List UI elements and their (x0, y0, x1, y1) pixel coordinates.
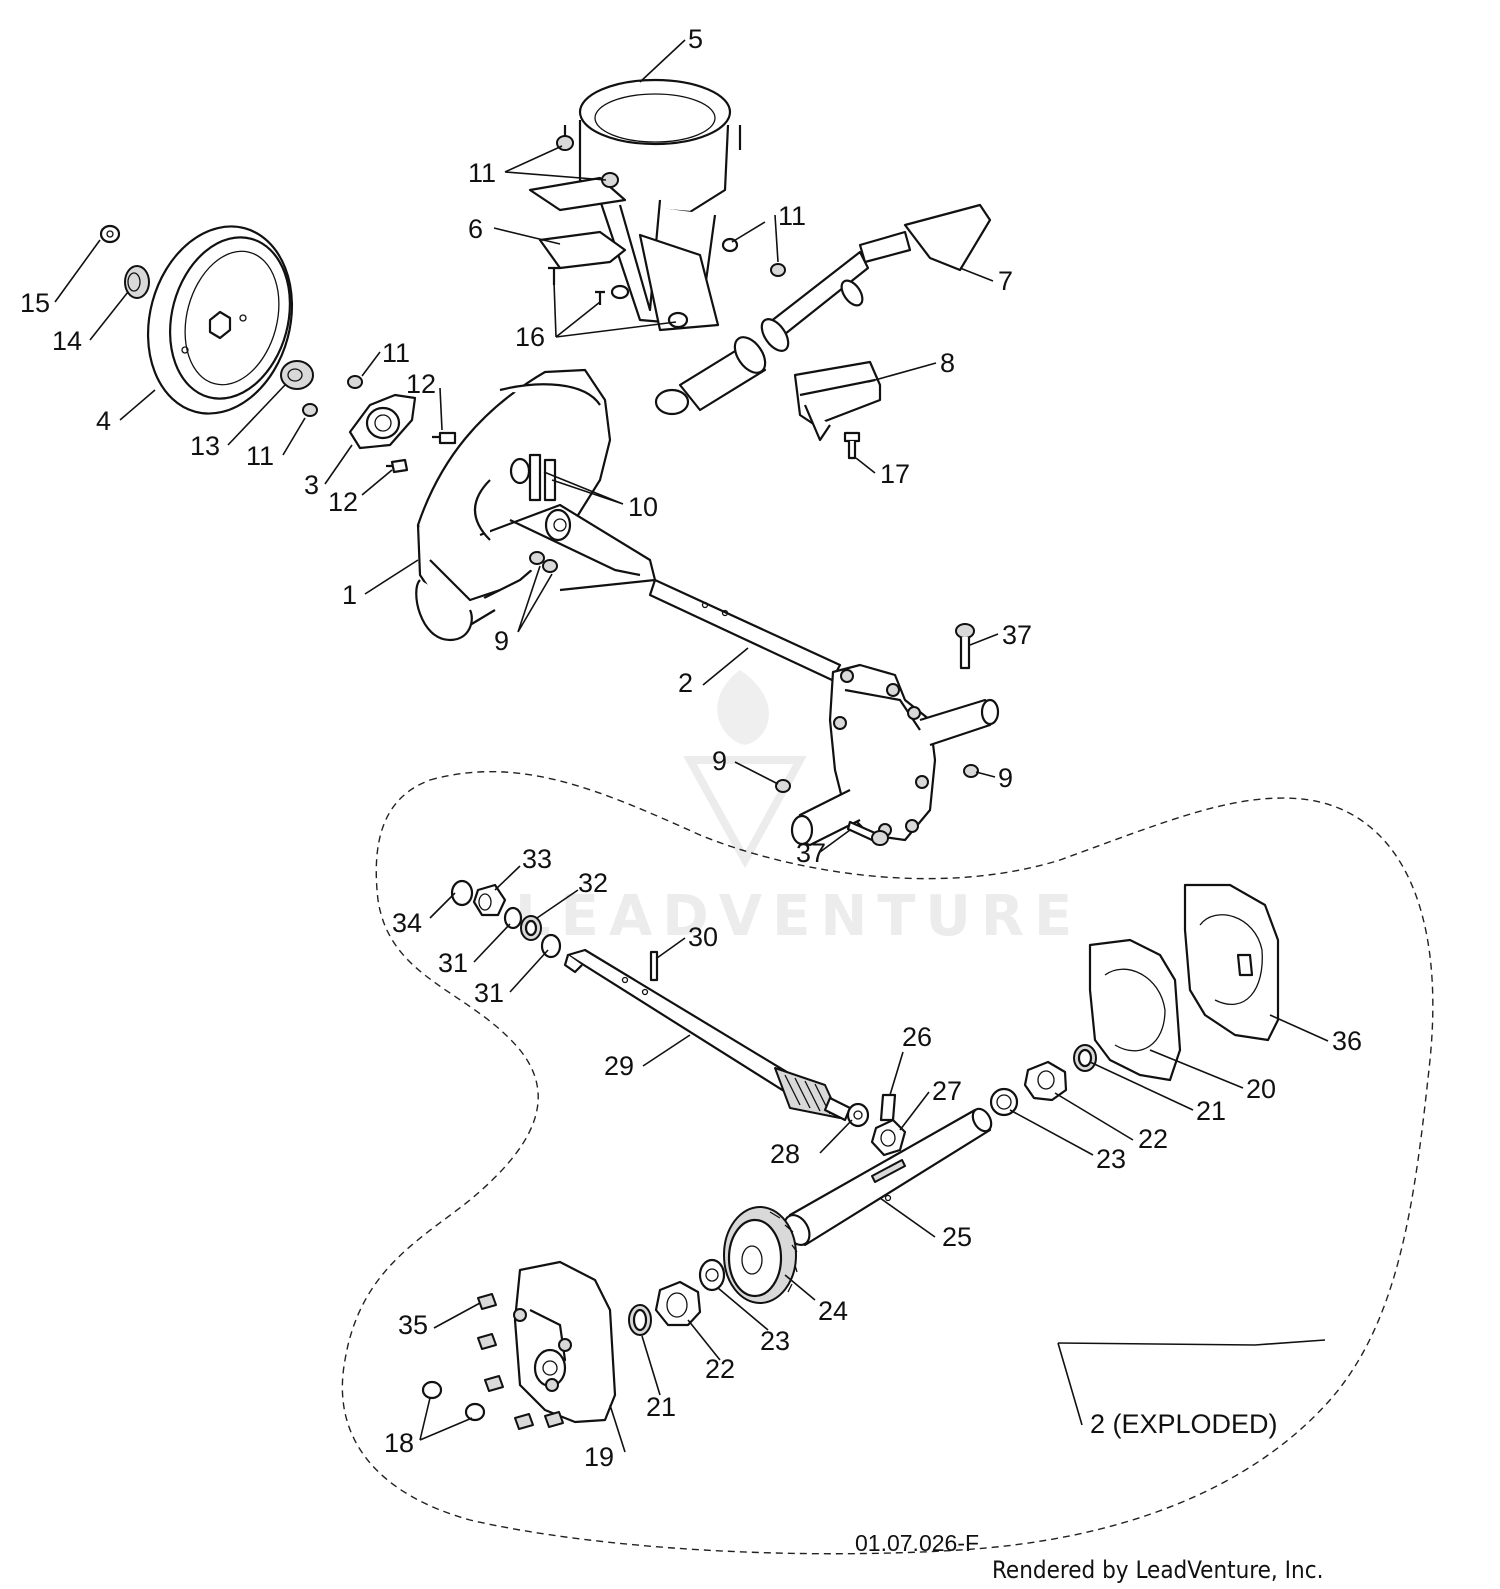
callout-10: 10 (628, 492, 658, 522)
nuts-9-lower (775, 764, 979, 793)
bolts-37-part (846, 623, 975, 846)
gear-part (723, 1206, 798, 1304)
callout-5: 5 (688, 24, 703, 54)
drawing-number: 01.07.026-F (855, 1530, 979, 1556)
housing-half-19-part (513, 1260, 617, 1424)
washer-15-part (99, 224, 121, 244)
callout-18: 18 (384, 1428, 414, 1458)
key-26-part (879, 1093, 897, 1122)
pins-18-part (421, 1380, 486, 1422)
callout-27: 27 (932, 1076, 962, 1106)
exploded-label: 2 (EXPLODED) (1090, 1409, 1278, 1439)
bushing-27-part (870, 1118, 907, 1157)
worm-shaft-part (563, 948, 852, 1122)
callout-14: 14 (52, 326, 82, 356)
callout-20: 20 (1246, 1074, 1276, 1104)
callout-19: 19 (584, 1442, 614, 1472)
gasket-part (1088, 938, 1182, 1082)
pin-30-part (649, 950, 659, 982)
washer-28-part (846, 1102, 870, 1128)
housing-half-36-part (1183, 883, 1280, 1042)
screws-35-part (477, 1293, 564, 1430)
chute-hardware (548, 135, 786, 329)
callout-11-b: 11 (778, 201, 806, 231)
callout-3: 3 (304, 470, 319, 500)
callout-12-b: 12 (328, 487, 358, 517)
hardware-near-bearing (302, 375, 457, 474)
callout-12-a: 12 (406, 369, 436, 399)
exploded-front-washers (450, 879, 562, 959)
callout-16: 16 (515, 322, 545, 352)
exploded-upper-washers (989, 1044, 1097, 1117)
nuts-9-upper (529, 551, 558, 573)
screw-17-part (843, 431, 861, 460)
watermark-text: LEADVENTURE (515, 884, 1082, 949)
callout-24: 24 (818, 1296, 848, 1326)
callout-21-a: 21 (1196, 1096, 1226, 1126)
callout-22-b: 22 (705, 1354, 735, 1384)
crank-handle-part (654, 203, 992, 416)
exploded-outline (341, 770, 1434, 1555)
watermark: LEADVENTURE (515, 670, 1082, 949)
exploded-lower-washers (628, 1258, 726, 1336)
callout-22-a: 22 (1138, 1124, 1168, 1154)
callout-7: 7 (998, 266, 1013, 296)
callout-9-b: 9 (712, 746, 727, 776)
callout-31-b: 31 (474, 978, 504, 1008)
callout-28: 28 (770, 1139, 800, 1169)
callout-9-a: 9 (494, 626, 509, 656)
callout-15: 15 (20, 288, 50, 318)
gearbox-assembly-part (648, 578, 1000, 847)
chute-bracket-part (528, 176, 720, 332)
bolts-10-part (528, 453, 557, 502)
callout-23-a: 23 (1096, 1144, 1126, 1174)
callout-6: 6 (468, 214, 483, 244)
housing-part (415, 368, 657, 642)
render-credit: Rendered by LeadVenture, Inc. (992, 1556, 1323, 1584)
callouts: 5 11 6 11 7 8 17 15 14 4 13 11 11 12 3 1… (20, 24, 1362, 1472)
callout-37-a: 37 (1002, 620, 1032, 650)
callout-32: 32 (578, 868, 608, 898)
callout-37-b: 37 (796, 838, 826, 868)
callout-23-b: 23 (760, 1326, 790, 1356)
callout-30: 30 (688, 922, 718, 952)
callout-29: 29 (604, 1051, 634, 1081)
bearing-flange-part (348, 393, 417, 450)
callout-17: 17 (880, 459, 910, 489)
callout-31-a: 31 (438, 948, 468, 978)
callout-8: 8 (940, 348, 955, 378)
callout-9-c: 9 (998, 763, 1013, 793)
pulley-part (146, 225, 294, 415)
handle-mount-part (793, 360, 882, 442)
callout-11-d: 11 (382, 338, 410, 368)
callout-21-b: 21 (646, 1392, 676, 1422)
callout-36: 36 (1332, 1026, 1362, 1056)
callout-4: 4 (96, 406, 111, 436)
callout-11-c: 11 (246, 441, 274, 471)
callout-35: 35 (398, 1310, 428, 1340)
callout-2: 2 (678, 668, 693, 698)
callout-1: 1 (342, 580, 357, 610)
bushing-13-part (280, 360, 314, 390)
callout-11-a: 11 (468, 158, 496, 188)
callout-26: 26 (902, 1022, 932, 1052)
callout-25: 25 (942, 1222, 972, 1252)
callout-34: 34 (392, 908, 422, 938)
leader-lines (54, 39, 1329, 1453)
callout-13: 13 (190, 431, 220, 461)
callout-33: 33 (522, 844, 552, 874)
nut-14-part (124, 265, 150, 299)
